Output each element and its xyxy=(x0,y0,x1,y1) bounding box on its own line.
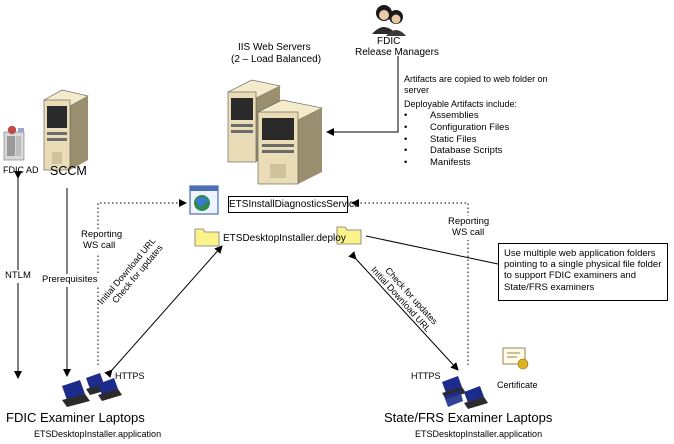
artifact-item: Assemblies xyxy=(404,110,509,122)
sccm-label: SCCM xyxy=(50,164,87,178)
iis-server-icon-front xyxy=(257,99,323,185)
artifact-item: Manifests xyxy=(404,157,509,169)
https-left-label: HTTPS xyxy=(115,371,145,381)
deploy-folder-left-icon xyxy=(194,228,220,247)
fdic-app-label: ETSDesktopInstaller.application xyxy=(34,429,162,439)
reporting-right-label: Reporting WS call xyxy=(446,216,492,240)
reporting-left-label: Reporting WS call xyxy=(79,229,125,253)
artifacts-copied-line2: server xyxy=(404,85,430,95)
reporting-left-arrow xyxy=(97,199,187,365)
state-app-label: ETSDesktopInstaller.application xyxy=(415,429,543,439)
sccm-server-icon xyxy=(43,89,89,171)
artifact-item: Static Files xyxy=(404,134,509,146)
callout-box: Use multiple web application folders poi… xyxy=(498,243,668,301)
ntlm-label: NTLM xyxy=(3,270,33,283)
service-name-box: ETSInstallDiagnosticsService xyxy=(228,196,360,213)
fdic-laptops-title: FDIC Examiner Laptops xyxy=(6,410,145,425)
artifacts-heading: Deployable Artifacts include: xyxy=(404,99,518,109)
release-managers-label-2: Release Managers xyxy=(355,47,439,58)
state-laptops-icon xyxy=(442,376,488,409)
fdic-ad-server-icon xyxy=(3,125,25,161)
artifacts-list: Assemblies Configuration Files Static Fi… xyxy=(404,110,509,169)
iis-servers-label: IIS Web Servers xyxy=(238,42,311,53)
state-laptops-title: State/FRS Examiner Laptops xyxy=(384,410,553,425)
certificate-icon xyxy=(502,347,529,370)
callout-pointer xyxy=(365,235,499,265)
deploy-folder-right-icon xyxy=(336,226,362,245)
deploy-folder-label: ETSDesktopInstaller.deploy xyxy=(223,233,346,244)
prerequisites-label: Prerequisites xyxy=(40,274,100,287)
artifact-item: Configuration Files xyxy=(404,122,509,134)
artifact-item: Database Scripts xyxy=(404,145,509,157)
fdic-ad-label: FDIC AD xyxy=(3,165,39,175)
artifact-copy-arrow xyxy=(326,56,399,136)
web-service-icon xyxy=(189,185,219,215)
artifacts-copied-line1: Artifacts are copied to web folder on xyxy=(404,74,548,84)
iis-servers-sublabel: (2 – Load Balanced) xyxy=(231,54,322,65)
release-managers-label-1: FDIC xyxy=(377,36,401,47)
https-right-label: HTTPS xyxy=(411,371,441,381)
release-managers-icon xyxy=(372,5,406,36)
right-https-arrow xyxy=(348,251,459,371)
certificate-label: Certificate xyxy=(497,380,538,390)
fdic-laptops-icon xyxy=(62,373,122,407)
left-https-arrow xyxy=(104,245,223,378)
